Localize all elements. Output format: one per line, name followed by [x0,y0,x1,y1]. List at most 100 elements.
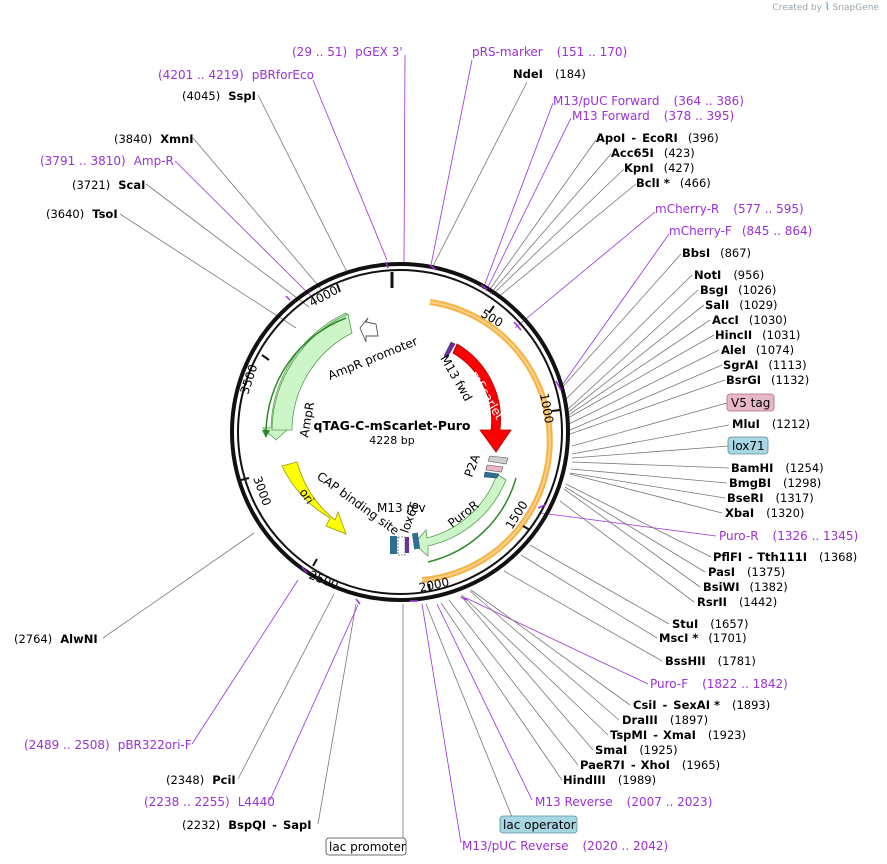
site-kpni-name: KpnI [624,161,654,175]
site-smai: SmaI(1925) [595,743,678,757]
site-bseri: BseRI(1317) [727,491,814,505]
site-pflfi: PflFI-Tth111I(1368) [713,550,857,564]
primer-pbr322ori-range: (2489 .. 2508) [24,738,110,752]
primer-tick-puro-f [460,596,468,601]
site-bcli: BclI *(466) [636,176,711,190]
leader-m13-reverse [436,603,533,801]
site-hindiii: HindIII(1989) [563,773,656,787]
leader-puro-r [540,512,717,537]
site-mlui-pos: (1212) [772,417,810,431]
primer-pgex3: (29 .. 51)pGEX 3' [292,45,403,59]
site-pasi: PasI(1375) [708,565,785,579]
tick-2000 [428,583,431,593]
site-xbai-pos: (1320) [766,506,804,520]
site-kpni-pos: (427) [664,161,695,175]
primer-m13-reverse-name: M13 Reverse [535,795,613,809]
m13-rev-label: M13 rev [377,501,426,515]
site-acc65i-name: Acc65I [611,146,654,160]
leader-mlui [571,424,730,455]
puror-inner-arc [427,477,517,563]
leader-puro-f [465,597,649,685]
ampr-promoter-feature [359,317,379,343]
site-bcli-name: BclI * [636,176,670,190]
site-ndei-name: NdeI [513,67,543,81]
lac-promoter-label: lac promoter [329,840,406,854]
site-alwni-name: AlwNI [60,632,97,646]
leader-sali [565,304,705,415]
leader-hincii [567,334,715,419]
p2a-feature [487,455,509,465]
cap-site-marker [390,536,397,554]
m13-rev-marker [405,537,409,553]
site-hincii-pos: (1031) [762,328,800,342]
tick-3500 [261,354,270,361]
ampr-label: AmpR [297,401,317,439]
leader-pasi [564,486,706,573]
site-bsshii: BssHII(1781) [665,654,756,668]
site-pcii-pos: (2348) [166,773,204,787]
primer-pbr322ori-name: pBR322ori-F [118,738,192,752]
site-csii-name: CsiI [633,698,657,712]
site-bsgi-pos: (1026) [738,283,776,297]
site-stui-name: StuI [672,617,698,631]
lac-operator-box [499,815,578,834]
site-draiii: DraIII(1897) [622,713,708,727]
leader-noti [562,274,693,403]
site-scai-pos: (3721) [72,178,110,192]
site-acc65i: Acc65I(423) [611,146,695,160]
primer-puro-r-name: Puro-R [719,529,759,543]
leader-m13-fwd [485,117,572,292]
site-tsoi-pos: (3640) [46,207,84,221]
primer-mcherry-f-range: (845 .. 864) [742,224,812,238]
leader-mcherry-f [559,233,670,389]
site-bsgi-name: BsgI [700,283,728,297]
leader-acci [566,319,711,417]
leader-msci [520,554,658,639]
primer-m13puc-fwd-name: M13/pUC Forward [553,94,660,108]
leader-v5 [571,402,728,447]
primer-m13-fwd-name: M13 Forward [572,109,650,123]
primer-pbr322ori: (2489 .. 2508) pBR322ori-F [24,738,192,752]
site-pasi-name: PasI [708,565,735,579]
primer-l4440-range: (2238 .. 2255) [144,795,230,809]
leader-scai [145,183,310,308]
leader-draiii [469,590,620,721]
site-xmni-name: XmnI [160,132,193,146]
leader-pgex3 [403,54,406,264]
tick-1000 [551,409,561,412]
m13-fwd-feature [443,341,456,359]
site-paer7i: PaeR7I-XhoI(1965) [580,758,720,772]
site-msci: MscI *(1701) [659,631,747,645]
site-bmgbi-name: BmgBI [729,476,771,490]
site-kpni: KpnI (427) [624,161,695,175]
site-alwni: (2764)AlwNI [14,632,98,646]
lox66-marker [411,532,421,550]
leader-sspi [257,94,348,273]
v5-tag-box [726,393,775,412]
site-sgrai: SgrAI(1113) [723,358,807,372]
site-apoi: ApoI-EcoRI(396) [596,131,719,145]
leader-amp-r [174,160,317,302]
primer-tick-pbr322 [301,566,308,574]
p2a-label: P2A [462,452,483,479]
leader-sapi [317,603,357,825]
primer-l4440: (2238 .. 2255)L4440 [144,795,275,809]
site-tsoi: (3640)TsoI [46,207,118,221]
leader-alei [568,349,720,425]
primer-amp-r-name: Amp-R [134,154,174,168]
site-hincii-name: HincII [715,328,752,342]
site-mlui-name: MluI [732,417,760,431]
primer-m13-fwd-range: (378 .. 395) [664,109,734,123]
site-pflfi-name: PflFI [713,550,742,564]
site-apoi-pos: (396) [688,131,719,145]
site-alei-name: AleI [721,343,746,357]
backbone-inner [237,269,563,595]
primer-pgex3-name: pGEX 3' [355,45,402,59]
site-ndei: NdeI(184) [513,67,586,81]
site-pcii-name: PciI [212,773,235,787]
site-bbsi-pos: (867) [720,246,751,260]
primer-pbrforeco: (4201 .. 4219)pBRforEco [158,68,314,82]
leader-csii [470,589,631,706]
site-msci-name: MscI * [659,631,698,645]
site-xbai-name: XbaI [725,506,754,520]
